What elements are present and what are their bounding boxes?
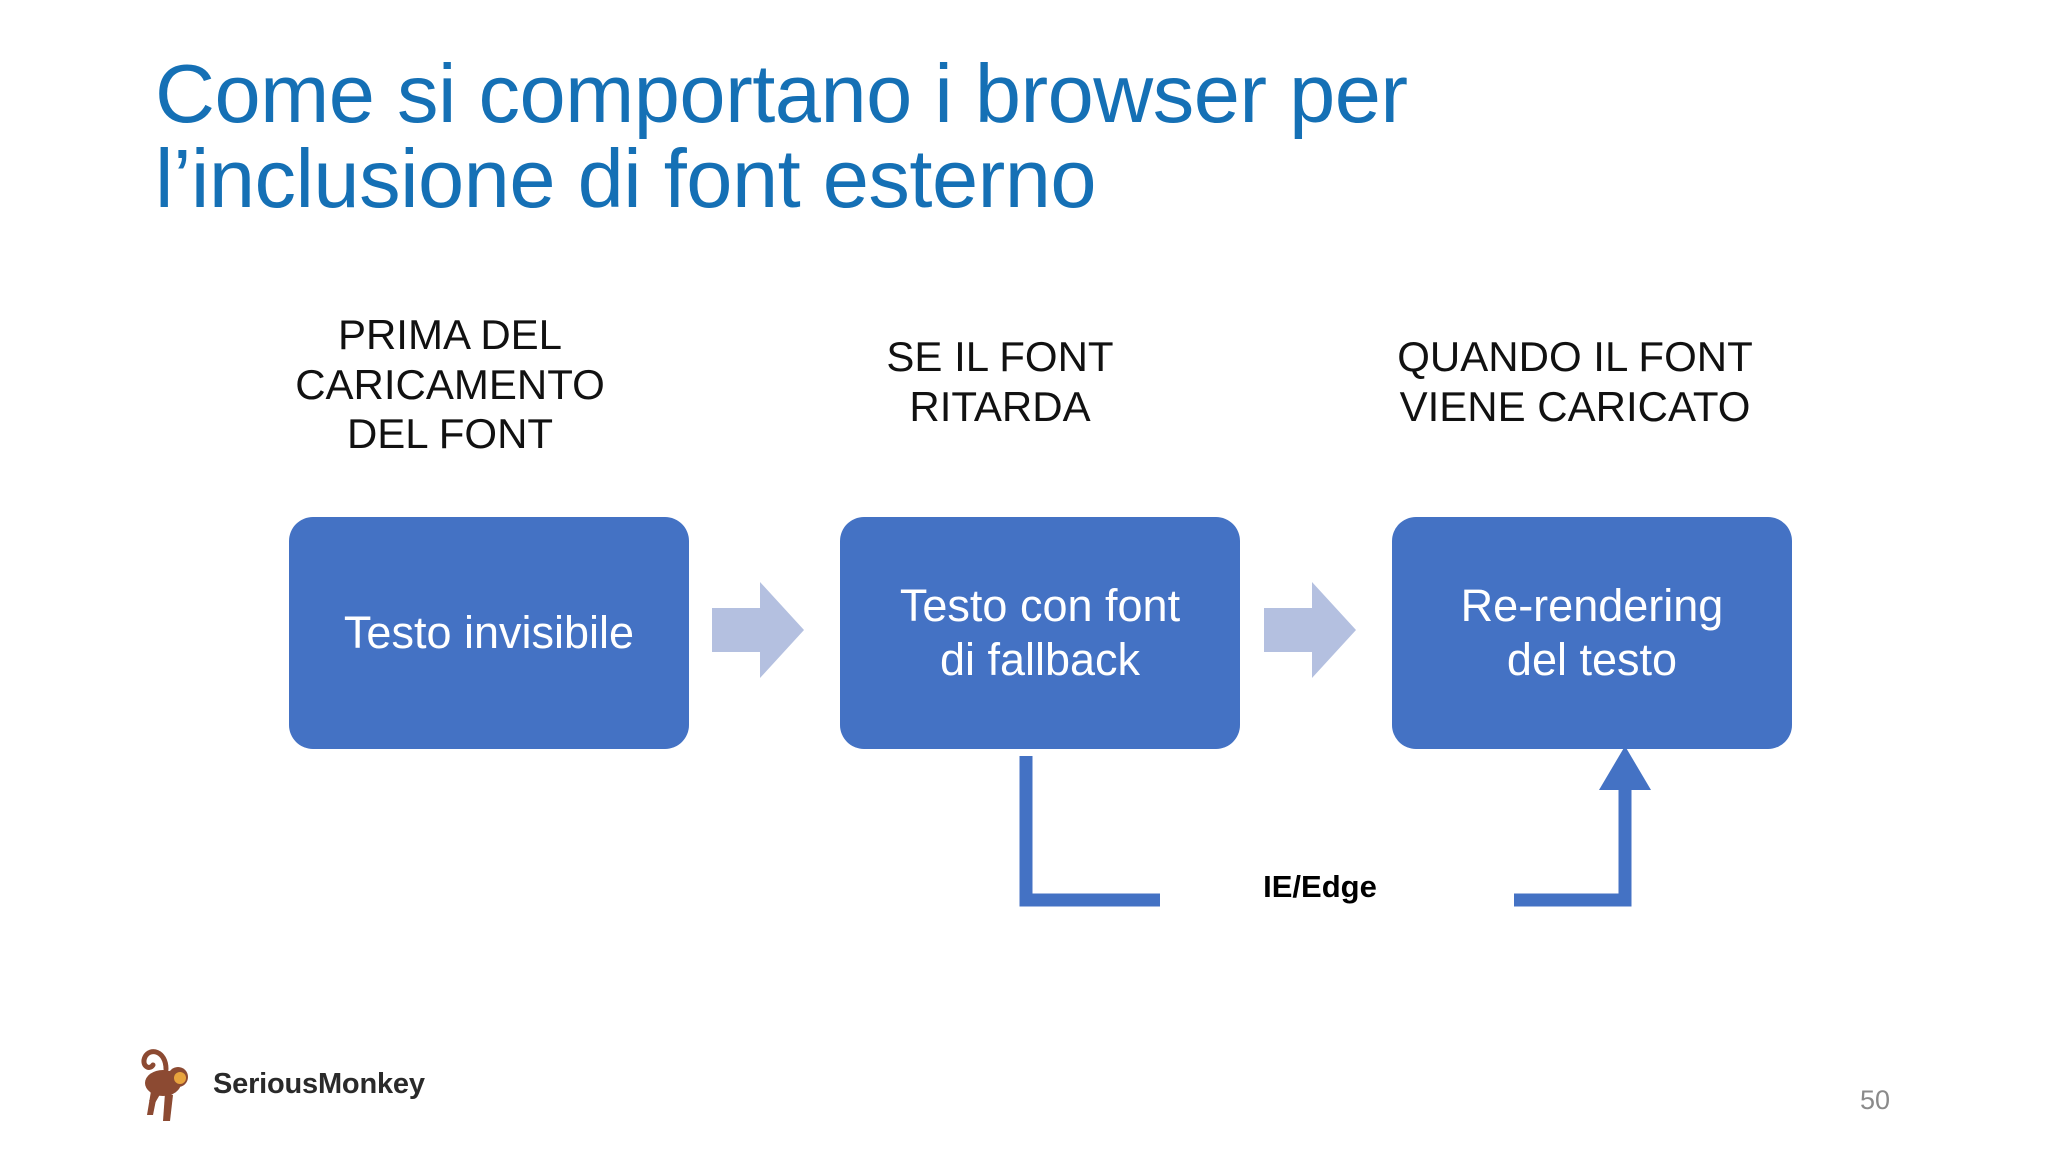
- process-box-line-1: Testo invisibile: [343, 607, 635, 658]
- page-title-line-1: Come si comportano i browser per: [155, 47, 1408, 140]
- process-box-invisible-text: Testo invisibile: [289, 517, 689, 749]
- page-title: Come si comportano i browser per l’inclu…: [155, 47, 1655, 225]
- connector-elbow-right-up: [1514, 780, 1632, 907]
- column-heading-line-2: CARICAMENTO: [295, 360, 605, 408]
- brand-logo: SeriousMonkey: [133, 1040, 425, 1128]
- ie-edge-connector-group: [1019, 746, 1651, 907]
- process-box-re-rendering: Re-rendering del testo: [1392, 517, 1792, 749]
- column-heading-line-3: DEL FONT: [346, 410, 554, 458]
- process-box-line-2: di fallback: [939, 634, 1141, 685]
- right-arrow-icon-1: [712, 582, 804, 678]
- column-heading-font-loaded: QUANDO IL FONT VIENE CARICATO: [1345, 332, 1805, 431]
- column-heading-line-1: PRIMA DEL: [337, 311, 563, 358]
- connector-elbow-down-right: [1019, 756, 1160, 907]
- column-heading-font-delayed: SE IL FONT RITARDA: [800, 332, 1200, 431]
- column-heading-line-1: QUANDO IL FONT: [1397, 333, 1753, 380]
- process-box-line-2: del testo: [1506, 634, 1678, 685]
- column-heading-line-2: VIENE CARICATO: [1399, 382, 1751, 430]
- process-box-fallback-text: Testo con font di fallback: [840, 517, 1240, 749]
- column-heading-line-2: RITARDA: [909, 382, 1091, 430]
- page-title-line-2: l’inclusione di font esterno: [155, 131, 1097, 225]
- ie-edge-label: IE/Edge: [1263, 869, 1377, 904]
- right-arrow-icon-2: [1264, 582, 1356, 678]
- process-box-line-1: Testo con font: [899, 580, 1181, 631]
- connector-arrowhead-icon: [1599, 746, 1651, 790]
- column-heading-before-font-load: PRIMA DEL CARICAMENTO DEL FONT: [250, 310, 650, 459]
- monkey-icon: [141, 1049, 188, 1121]
- column-heading-line-1: SE IL FONT: [886, 333, 1114, 380]
- process-box-line-1: Re-rendering: [1460, 580, 1724, 631]
- page-number: 50: [1860, 1085, 1891, 1115]
- brand-name: SeriousMonkey: [213, 1067, 425, 1100]
